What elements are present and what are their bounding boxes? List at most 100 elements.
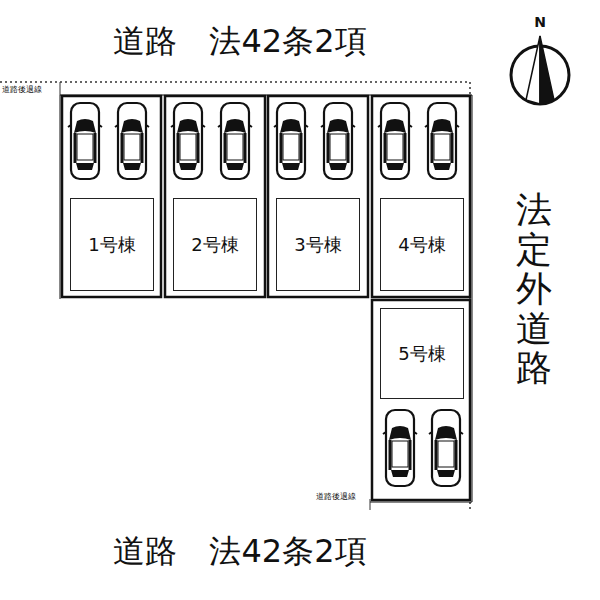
car-rear-window bbox=[282, 163, 300, 170]
car-windshield bbox=[389, 426, 411, 440]
car-mirror bbox=[425, 125, 459, 127]
building-box: 3号棟 bbox=[276, 198, 360, 291]
car-roof bbox=[227, 134, 243, 160]
car-mirror bbox=[68, 125, 102, 127]
setback-label: 道路後退線 bbox=[2, 85, 42, 95]
car-body bbox=[277, 103, 305, 179]
car-roof bbox=[330, 134, 346, 160]
car-rear-window bbox=[226, 163, 244, 170]
car-windshield bbox=[280, 119, 302, 133]
car-body bbox=[221, 103, 249, 179]
setback-line bbox=[0, 81, 470, 83]
building-box: 4号棟 bbox=[380, 198, 464, 291]
car-rear-window bbox=[76, 163, 94, 170]
car-icon bbox=[429, 410, 463, 486]
car-roof bbox=[387, 134, 403, 160]
car-side bbox=[385, 133, 405, 163]
car-side bbox=[281, 133, 301, 163]
building-label: 5号棟 bbox=[398, 343, 445, 365]
building-box: 1号棟 bbox=[70, 198, 154, 291]
car-roof bbox=[283, 134, 299, 160]
car-rear-window bbox=[391, 470, 409, 477]
lot-outline bbox=[372, 96, 470, 297]
building-label: 4号棟 bbox=[398, 234, 445, 256]
car-body bbox=[381, 103, 409, 179]
car-body bbox=[118, 103, 146, 179]
building-box: 5号棟 bbox=[380, 308, 464, 399]
car-body bbox=[428, 103, 456, 179]
car-side bbox=[75, 133, 95, 163]
road-label: 道路 法42条2項 bbox=[113, 532, 366, 570]
lot-outline bbox=[62, 96, 161, 297]
car-side bbox=[178, 133, 198, 163]
car-roof bbox=[392, 441, 408, 467]
north-compass bbox=[511, 36, 569, 104]
car-rear-window bbox=[329, 163, 347, 170]
building-label: 3号棟 bbox=[294, 234, 341, 256]
car-windshield bbox=[431, 119, 453, 133]
car-rear-window bbox=[386, 163, 404, 170]
car-rear-window bbox=[123, 163, 141, 170]
car-roof bbox=[124, 134, 140, 160]
boundary-line bbox=[370, 499, 371, 510]
car-roof bbox=[438, 441, 454, 467]
boundary-line bbox=[60, 95, 61, 299]
car-windshield bbox=[224, 119, 246, 133]
boundary-line bbox=[60, 95, 472, 96]
car-windshield bbox=[121, 119, 143, 133]
building-label: 1号棟 bbox=[88, 234, 135, 256]
car-icon bbox=[425, 103, 459, 179]
compass-arrow bbox=[526, 36, 540, 104]
car-windshield bbox=[177, 119, 199, 133]
car-body bbox=[174, 103, 202, 179]
car-icon bbox=[115, 103, 149, 179]
compass-arrow bbox=[540, 36, 554, 104]
car-roof bbox=[77, 134, 93, 160]
car-body bbox=[432, 410, 460, 486]
car-mirror bbox=[115, 125, 149, 127]
building-label: 2号棟 bbox=[191, 234, 238, 256]
car-windshield bbox=[384, 119, 406, 133]
car-mirror bbox=[218, 125, 252, 127]
car-mirror bbox=[171, 125, 205, 127]
lot-outline bbox=[165, 96, 265, 297]
car-body bbox=[71, 103, 99, 179]
boundary-line bbox=[370, 502, 472, 503]
car-side bbox=[328, 133, 348, 163]
car-mirror bbox=[383, 432, 417, 434]
car-roof bbox=[180, 134, 196, 160]
car-rear-window bbox=[437, 470, 455, 477]
car-side bbox=[436, 440, 456, 470]
car-roof bbox=[434, 134, 450, 160]
car-icon bbox=[378, 103, 412, 179]
road-label: 法定外道路 bbox=[516, 190, 552, 388]
lot-outline bbox=[268, 96, 368, 297]
car-icon bbox=[218, 103, 252, 179]
car-body bbox=[324, 103, 352, 179]
boundary-line bbox=[472, 95, 473, 502]
car-rear-window bbox=[179, 163, 197, 170]
car-group bbox=[68, 103, 463, 486]
car-windshield bbox=[74, 119, 96, 133]
car-icon bbox=[383, 410, 417, 486]
car-side bbox=[122, 133, 142, 163]
building-box: 2号棟 bbox=[173, 198, 257, 291]
car-mirror bbox=[429, 432, 463, 434]
boundary-line bbox=[60, 82, 61, 95]
car-mirror bbox=[274, 125, 308, 127]
road-label: 道路 法42条2項 bbox=[113, 22, 366, 60]
car-windshield bbox=[327, 119, 349, 133]
car-icon bbox=[321, 103, 355, 179]
car-side bbox=[225, 133, 245, 163]
north-label: N bbox=[534, 14, 546, 31]
car-icon bbox=[274, 103, 308, 179]
car-mirror bbox=[321, 125, 355, 127]
car-mirror bbox=[378, 125, 412, 127]
car-icon bbox=[68, 103, 102, 179]
lot-outline bbox=[372, 300, 470, 500]
car-rear-window bbox=[433, 163, 451, 170]
car-side bbox=[432, 133, 452, 163]
setback-label: 道路後退線 bbox=[316, 492, 356, 502]
